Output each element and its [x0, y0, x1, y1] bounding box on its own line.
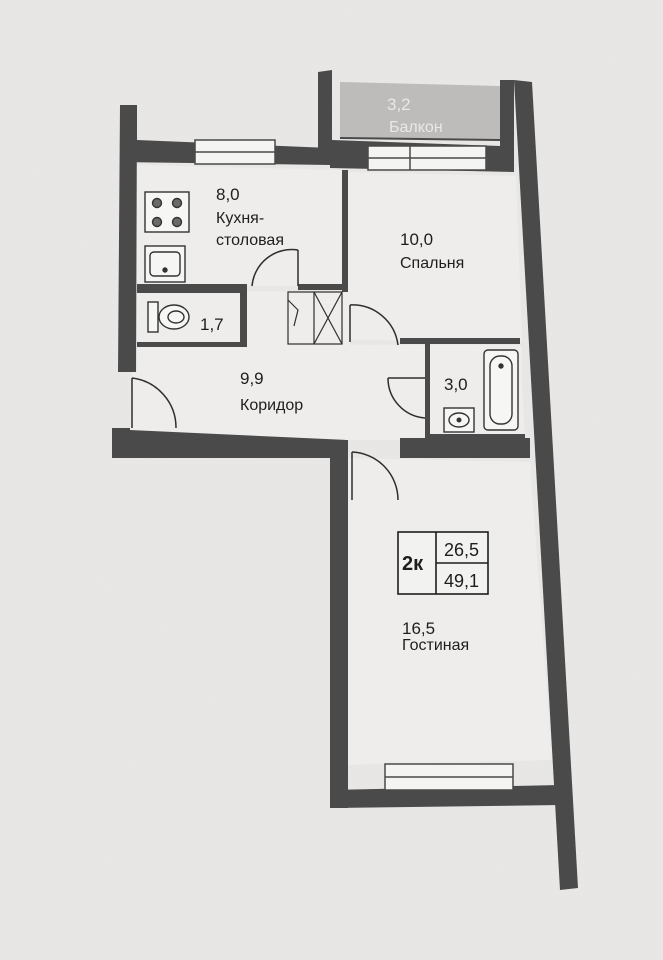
corridor-name: Коридор: [240, 397, 303, 414]
washbasin-icon: [443, 407, 475, 433]
balcony-name: Балкон: [389, 119, 443, 136]
toilet-area: 1,7: [200, 315, 224, 334]
kitchen-area: 8,0: [216, 185, 240, 204]
toilet-icon: [147, 301, 190, 333]
living-floor: [348, 458, 552, 765]
balcony-area: 3,2: [387, 95, 411, 114]
entrance-door: [131, 377, 177, 429]
kitchen-door: [251, 248, 299, 287]
kitchen-name-line2: столовая: [216, 232, 284, 249]
bathroom-area: 3,0: [444, 375, 468, 394]
balcony-floor: [340, 82, 500, 140]
doors: [131, 248, 426, 501]
bathtub-icon: [483, 349, 519, 431]
sink-icon: [144, 245, 186, 283]
summary-badge: [397, 531, 489, 595]
bedroom-floor: [345, 172, 522, 342]
rooms-code: 2к: [402, 553, 424, 575]
total-area: 49,1: [444, 571, 479, 591]
living-name: Гостиная: [402, 637, 469, 654]
bedroom-name: Спальня: [400, 255, 464, 272]
kitchen-name-line1: Кухня-: [216, 210, 264, 227]
bedroom-door: [349, 304, 399, 346]
living-door: [351, 451, 399, 501]
interior-walls: [137, 170, 530, 458]
wardrobe-icon: [287, 291, 343, 345]
windows: [194, 139, 514, 791]
living-area: 16,5: [402, 619, 435, 638]
corridor-area: 9,9: [240, 369, 264, 388]
room-labels: 3,2 Балкон 8,0 Кухня- столовая 10,0 Спал…: [200, 95, 479, 654]
living-area-total: 26,5: [444, 540, 479, 560]
stove-icon: [144, 191, 190, 233]
bedroom-area: 10,0: [400, 230, 433, 249]
bathroom-door: [387, 377, 426, 419]
